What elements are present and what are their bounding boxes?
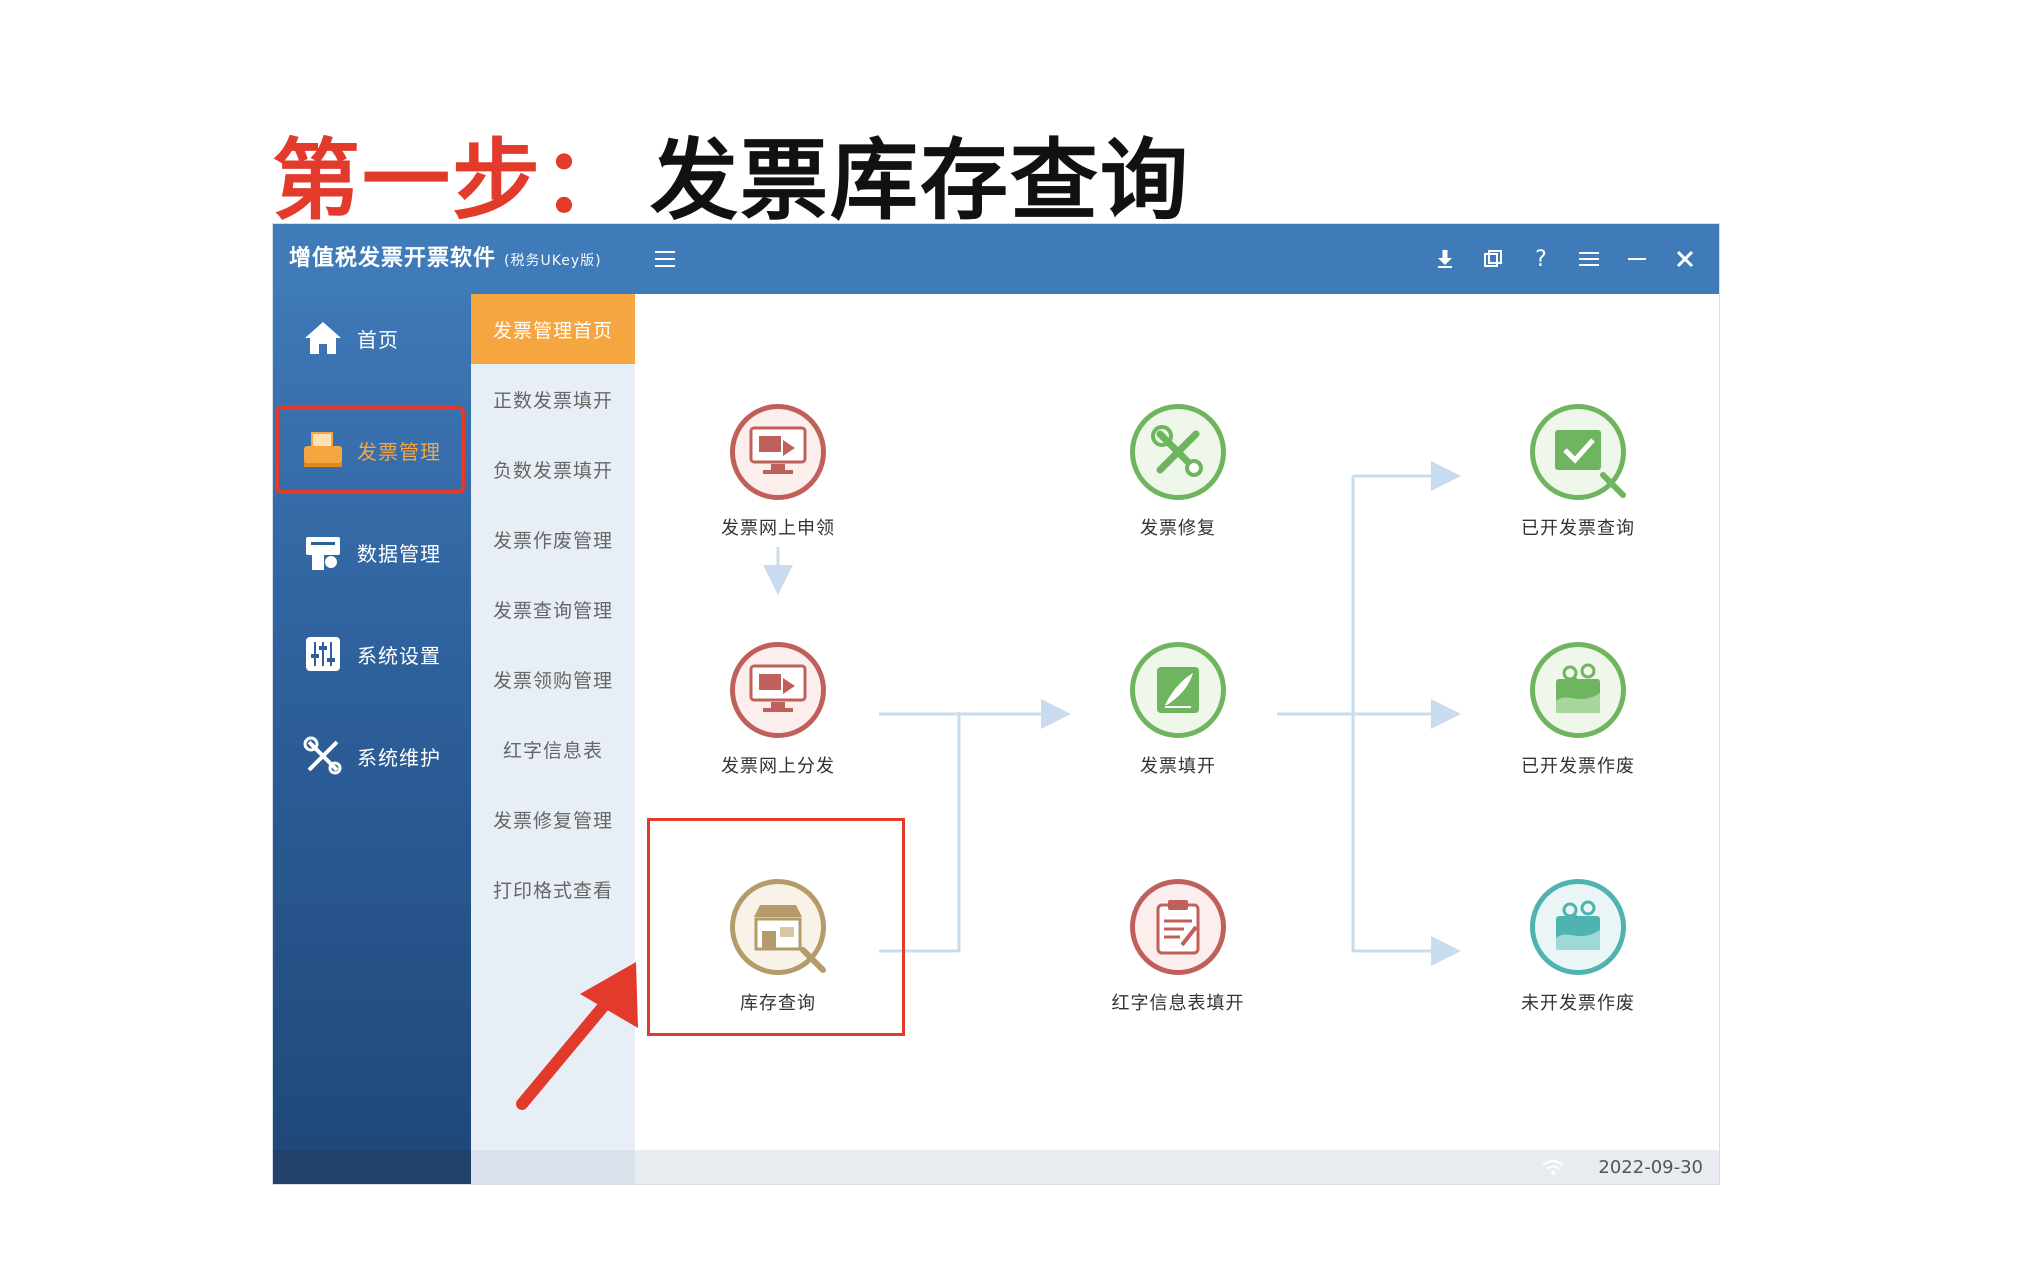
sub-nav-item-purchase-management[interactable]: 发票领购管理 [492, 669, 613, 692]
close-button[interactable] [1661, 235, 1709, 283]
nav-item-label: 数据管理 [357, 541, 441, 566]
app-title: 增值税发票开票软件 (税务UKey版) [289, 224, 602, 294]
func-unissued-void[interactable]: 未开发票作废 [1478, 879, 1678, 1029]
sub-nav-item-red-info[interactable]: 红字信息表 [502, 739, 603, 762]
issued-void-label: 已开发票作废 [1521, 756, 1635, 777]
quill-icon [1130, 642, 1226, 738]
repair-tools-icon [1130, 404, 1226, 500]
app-edition: (税务UKey版) [504, 253, 602, 269]
nav-item-label: 首页 [357, 327, 399, 352]
nav-item-system-maintenance[interactable]: 系统维护 [273, 716, 471, 796]
data-icon [301, 530, 345, 574]
title-bar: 增值税发票开票软件 (税务UKey版) ? [273, 224, 1719, 294]
app-window: 增值税发票开票软件 (税务UKey版) ? [272, 223, 1720, 1185]
online-apply-label: 发票网上申领 [721, 518, 835, 539]
menu-toggle-icon-line [655, 265, 675, 267]
sub-nav: 发票管理首页 正数发票填开 负数发票填开 发票作废管理 发票查询管理 发票领购管… [471, 294, 635, 1184]
home-icon [301, 316, 345, 360]
red-info-fill-label: 红字信息表填开 [1111, 993, 1245, 1014]
menu-icon [1579, 252, 1599, 266]
minimize-button[interactable] [1613, 235, 1661, 283]
menu-toggle-icon-line [655, 258, 675, 260]
func-online-apply[interactable]: 发票网上申领 [678, 404, 878, 554]
tools-icon [301, 734, 345, 778]
network-icon [1542, 1160, 1564, 1175]
restore-button[interactable] [1469, 235, 1517, 283]
online-distribute-icon [730, 642, 826, 738]
nav-item-home[interactable]: 首页 [273, 298, 471, 378]
checked-document-icon [1530, 404, 1626, 500]
app-title-text: 增值税发票开票软件 [289, 246, 497, 271]
clipboard-icon [1130, 879, 1226, 975]
step-heading: 第一步： 发票库存查询 [272, 118, 1190, 232]
download-button[interactable] [1421, 235, 1469, 283]
sub-nav-item-print-format[interactable]: 打印格式查看 [492, 879, 613, 902]
settings-icon [301, 632, 345, 676]
status-date: 2022-09-30 [1598, 1157, 1703, 1178]
magnifier-icon [800, 947, 826, 973]
func-issued-query[interactable]: 已开发票查询 [1478, 404, 1678, 554]
store-icon [730, 879, 826, 975]
left-nav-footer [273, 1150, 471, 1184]
online-apply-icon [730, 404, 826, 500]
restore-icon [1484, 250, 1502, 267]
left-nav: 首页 发票管理 数据管理 [273, 294, 471, 1184]
sub-nav-item-negative-issue[interactable]: 负数发票填开 [492, 459, 613, 482]
nav-item-label: 发票管理 [357, 439, 441, 464]
invoice-repair-label: 发票修复 [1140, 518, 1216, 539]
sub-nav-footer [471, 1150, 635, 1184]
menu-toggle-button[interactable] [655, 244, 685, 274]
func-red-info-fill[interactable]: 红字信息表填开 [1078, 879, 1278, 1029]
scissors-document-icon [1530, 642, 1626, 738]
func-issued-void[interactable]: 已开发票作废 [1478, 642, 1678, 792]
invoice-issue-label: 发票填开 [1140, 756, 1216, 777]
func-inventory-query[interactable]: 库存查询 [678, 879, 878, 1029]
step-title: 发票库存查询 [650, 128, 1191, 232]
minimize-icon [1628, 258, 1646, 260]
menu-toggle-icon [655, 251, 675, 253]
window-controls: ? [1421, 224, 1709, 294]
sub-nav-item-home[interactable]: 发票管理首页 [471, 294, 635, 364]
download-icon [1438, 250, 1452, 268]
step-label: 第一步： [272, 128, 633, 232]
func-invoice-issue[interactable]: 发票填开 [1078, 642, 1278, 792]
sub-nav-item-repair-management[interactable]: 发票修复管理 [492, 809, 613, 832]
help-button[interactable]: ? [1517, 235, 1565, 283]
func-invoice-repair[interactable]: 发票修复 [1078, 404, 1278, 554]
scissors-document-icon [1530, 879, 1626, 975]
close-icon [1676, 250, 1694, 268]
nav-item-label: 系统维护 [357, 745, 441, 770]
nav-item-system-settings[interactable]: 系统设置 [273, 614, 471, 694]
sub-nav-item-query-management[interactable]: 发票查询管理 [492, 599, 613, 622]
printer-icon [301, 428, 345, 472]
online-distribute-label: 发票网上分发 [721, 756, 835, 777]
status-bar: 2022-09-30 [635, 1150, 1719, 1184]
issued-query-label: 已开发票查询 [1521, 518, 1635, 539]
nav-item-invoice-management[interactable]: 发票管理 [273, 410, 471, 490]
sub-nav-item-void-management[interactable]: 发票作废管理 [492, 529, 613, 552]
inventory-query-label: 库存查询 [740, 993, 816, 1014]
magnifier-icon [1600, 472, 1626, 498]
func-online-distribute[interactable]: 发票网上分发 [678, 642, 878, 792]
nav-item-label: 系统设置 [357, 643, 441, 668]
nav-item-data-management[interactable]: 数据管理 [273, 512, 471, 592]
unissued-void-label: 未开发票作废 [1521, 993, 1635, 1014]
help-icon: ? [1535, 246, 1547, 272]
main-content: 发票网上申领 发票网上分发 [635, 294, 1719, 1184]
menu-button[interactable] [1565, 235, 1613, 283]
sub-nav-item-positive-issue[interactable]: 正数发票填开 [492, 389, 613, 412]
